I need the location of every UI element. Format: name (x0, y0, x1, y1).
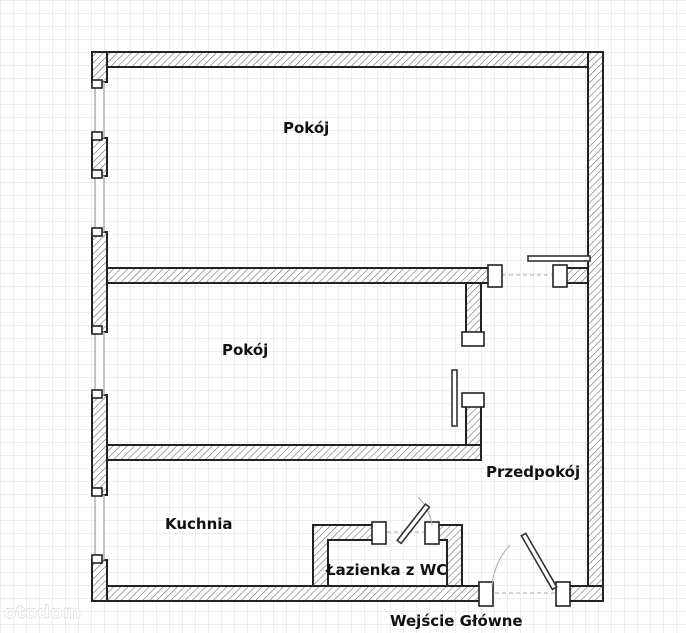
room-labels: Pokój Pokój Przedpokój Kuchnia Łazienka … (165, 119, 580, 630)
entrance-label: Wejście Główne (390, 612, 523, 630)
room-label-przedpokoj: Przedpokój (486, 463, 580, 481)
room-label-pokoj-middle: Pokój (222, 341, 268, 359)
watermark-logo: otodom (4, 602, 81, 623)
room-label-pokoj-top: Pokój (283, 119, 329, 137)
windows (91, 79, 105, 564)
room-label-lazienka: Łazienka z WC (325, 561, 447, 579)
doors (371, 255, 591, 607)
room-label-kuchnia: Kuchnia (165, 515, 233, 533)
